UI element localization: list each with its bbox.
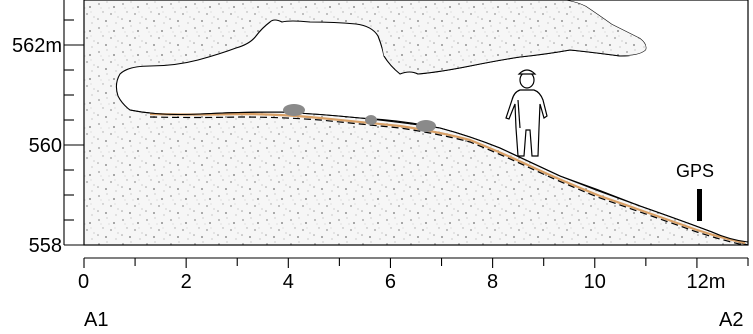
endpoint-end-label: A2 (719, 309, 743, 331)
x-tick-label: 4 (283, 271, 294, 293)
open-air-right (567, 0, 748, 56)
boulder-1 (283, 104, 305, 116)
bedrock-dashed-line (149, 116, 747, 245)
y-tick-label: 560 (29, 135, 62, 157)
x-tick-label: 10 (584, 271, 606, 293)
endpoint-start-label: A1 (84, 309, 108, 331)
gps-marker-post (697, 189, 702, 221)
roof-rock-lobe-outline (383, 0, 647, 75)
roof-rock-lobe (380, 0, 647, 74)
x-axis: 0 2 4 6 8 10 12m (78, 257, 749, 293)
person-scale-icon (505, 69, 548, 157)
y-axis: 562m 560 558 (12, 0, 84, 257)
sediment-layer (149, 112, 746, 245)
floor-surface-line (129, 109, 748, 243)
x-tick-label: 12m (686, 271, 725, 293)
boulder-2 (365, 115, 377, 125)
x-tick-label: 2 (181, 271, 192, 293)
floor-rock (84, 114, 748, 245)
x-tick-label: 8 (487, 271, 498, 293)
y-tick-label: 562m (12, 35, 62, 57)
boulder-3 (416, 120, 436, 132)
gps-label: GPS (676, 161, 714, 181)
section-frame (83, 0, 749, 246)
y-tick-label: 558 (29, 235, 62, 257)
x-tick-label: 0 (78, 271, 89, 293)
x-tick-label: 6 (385, 271, 396, 293)
